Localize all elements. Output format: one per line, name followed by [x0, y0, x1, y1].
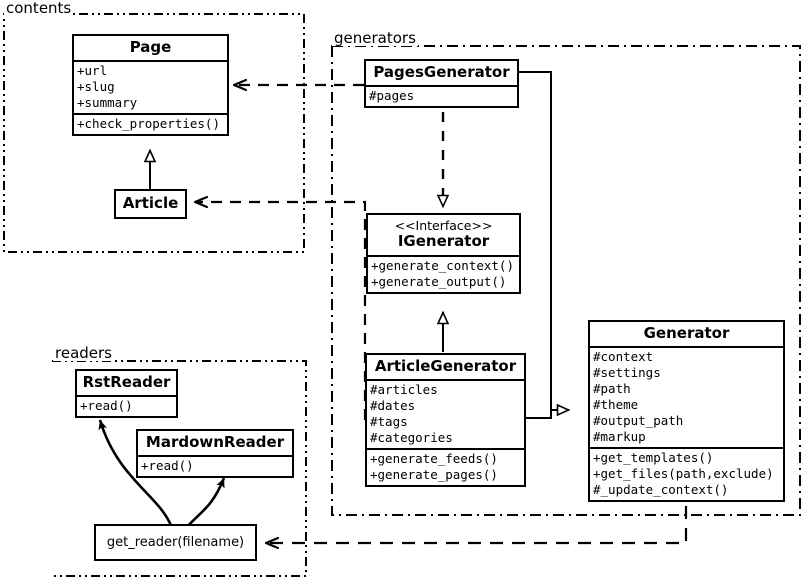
rstreader-class-operations: +read(): [77, 397, 176, 416]
generator-attribute: #settings: [593, 365, 661, 380]
page-class-attributes: +url +slug +summary: [74, 62, 227, 113]
generator-class-operations: +get_templates() +get_files(path,exclude…: [590, 449, 783, 500]
articlegenerator-operation: +generate_pages(): [370, 467, 498, 482]
page-operation: +check_properties(): [77, 116, 220, 131]
page-class-operations: +check_properties(): [74, 115, 227, 134]
page-class-title: Page: [129, 38, 172, 56]
generators-generalize-generator-connector: [519, 71, 569, 419]
rstreader-operation: +read(): [80, 398, 133, 413]
articlegenerator-class-operations: +generate_feeds() +generate_pages(): [367, 450, 524, 485]
pagesgenerator-class-title: PagesGenerator: [373, 63, 510, 81]
generator-attribute: #path: [593, 381, 631, 396]
generator-class-separator-2: [590, 447, 783, 449]
articlegenerator-attribute: #categories: [370, 430, 453, 445]
mardownreader-class[interactable]: MardownReader +read(): [136, 429, 294, 478]
page-class-separator-2: [74, 113, 227, 115]
rstreader-class[interactable]: RstReader +read(): [75, 369, 178, 418]
igenerator-operation: +generate_output(): [371, 274, 507, 289]
contents-package-label: contents: [4, 0, 74, 17]
mardownreader-operation: +read(): [141, 458, 194, 473]
generator-class-title: Generator: [643, 324, 730, 342]
articlegenerator-class-separator-2: [367, 448, 524, 450]
generators-package-label: generators: [332, 29, 418, 47]
page-attribute: +url: [77, 63, 108, 78]
generator-attribute: #markup: [593, 429, 646, 444]
page-class[interactable]: Page +url +slug +summary +check_properti…: [72, 34, 229, 136]
generator-depends-get-reader-connector: [266, 506, 688, 543]
igenerator-operation: +generate_context(): [371, 258, 514, 273]
get-reader-function-label: get_reader(filename): [106, 535, 245, 550]
page-attribute: +slug: [77, 79, 115, 94]
igenerator-class-separator-1: [368, 255, 519, 257]
generator-attribute: #context: [593, 349, 654, 364]
page-class-separator-1: [74, 60, 227, 62]
igenerator-class-operations: +generate_context() +generate_output(): [368, 257, 519, 292]
igenerator-class-title: IGenerator: [397, 232, 490, 250]
articlegenerator-attribute: #articles: [370, 382, 438, 397]
generator-attribute: #output_path: [593, 413, 684, 428]
mardownreader-class-separator-1: [138, 455, 292, 457]
generator-operation: #_update_context(): [593, 482, 729, 497]
pagesgenerator-class-separator-1: [366, 85, 517, 87]
pagesgenerator-attribute: #pages: [369, 88, 415, 103]
articlegenerator-class-title: ArticleGenerator: [374, 357, 517, 375]
articlegenerator-attribute: #dates: [370, 398, 416, 413]
page-attribute: +summary: [77, 95, 138, 110]
generator-attribute: #theme: [593, 397, 639, 412]
generator-class[interactable]: Generator #context #settings #path #them…: [588, 320, 785, 502]
generator-operation: +get_files(path,exclude): [593, 466, 774, 481]
articlegenerator-depends-article-connector: [195, 202, 367, 420]
pagesgenerator-class-attributes: #pages: [366, 87, 517, 106]
get-reader-creates-mardownreader-connector: [185, 477, 226, 529]
generator-operation: +get_templates(): [593, 450, 714, 465]
get-reader-function[interactable]: get_reader(filename): [94, 524, 257, 561]
pagesgenerator-class[interactable]: PagesGenerator #pages: [364, 59, 519, 108]
articlegenerator-class-attributes: #articles #dates #tags #categories: [367, 381, 524, 448]
article-class-title: Article: [122, 194, 179, 212]
rstreader-class-title: RstReader: [82, 373, 171, 391]
articlegenerator-operation: +generate_feeds(): [370, 451, 498, 466]
articlegenerator-attribute: #tags: [370, 414, 408, 429]
generator-class-attributes: #context #settings #path #theme #output_…: [590, 348, 783, 447]
rstreader-class-separator-1: [77, 395, 176, 397]
generator-class-separator-1: [590, 346, 783, 348]
articlegenerator-class[interactable]: ArticleGenerator #articles #dates #tags …: [365, 353, 526, 487]
articlegenerator-class-separator-1: [367, 379, 524, 381]
mardownreader-class-operations: +read(): [138, 457, 292, 476]
igenerator-class[interactable]: <<Interface>> IGenerator +generate_conte…: [366, 213, 521, 294]
igenerator-class-stereotype: <<Interface>>: [394, 218, 493, 233]
readers-package-label: readers: [53, 344, 114, 362]
mardownreader-class-title: MardownReader: [145, 433, 285, 451]
article-class[interactable]: Article: [114, 189, 187, 219]
